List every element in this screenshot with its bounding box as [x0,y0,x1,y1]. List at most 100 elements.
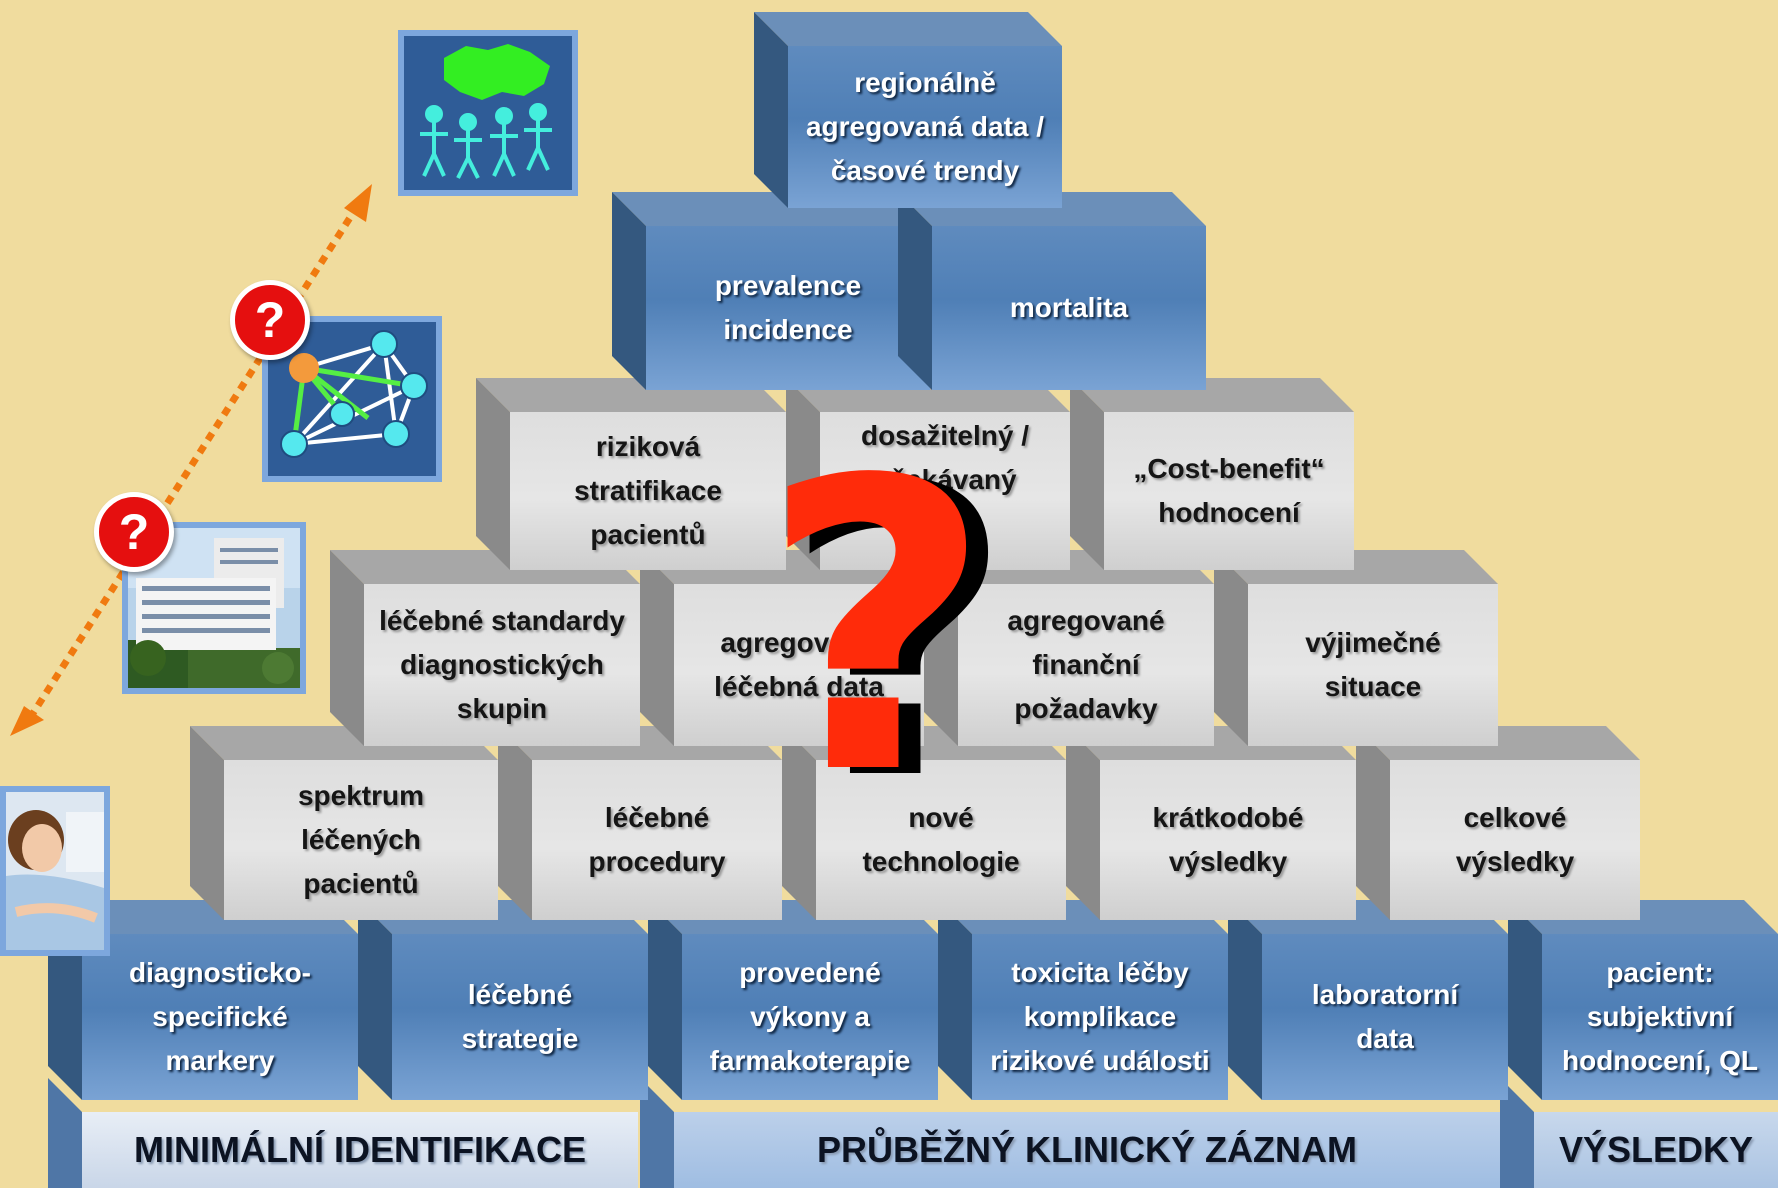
block-label: nové technologie [862,802,1020,877]
block-label: toxicita léčby komplikace rizikové událo… [990,957,1210,1076]
block-label: laboratorní data [1311,979,1459,1054]
block-label: agregované finanční požadavky [1007,605,1165,724]
block-face: laboratorní data [1262,934,1508,1100]
block-side [924,550,958,746]
block-side [1066,726,1100,920]
level5-block-short-term-results: krátkodobé výsledky [1066,726,1356,920]
czech-map-population-icon [398,30,578,196]
section-label: MINIMÁLNÍ IDENTIFIKACE [134,1129,586,1170]
block-side [358,900,392,1100]
base-block-lab-data: laboratorní data [1228,900,1508,1100]
network-graph-graphic [280,330,428,458]
block-face: agregované finanční požadavky [958,584,1214,746]
section-face: PRŮBĚŽNÝ KLINICKÝ ZÁZNAM [674,1112,1500,1188]
block-side [640,550,674,746]
block-label: riziková stratifikace pacientů [574,431,722,550]
question-badge-glyph: ? [118,504,150,560]
block-label: celkové výsledky [1455,802,1575,877]
section-clinical-record: PRŮBĚŽNÝ KLINICKÝ ZÁZNAM [640,1078,1500,1188]
section-minimal-identification: MINIMÁLNÍ IDENTIFIKACE [48,1078,638,1188]
block-face: spektrum léčených pacientů [224,760,498,920]
block-face: nové technologie [816,760,1066,920]
patient-in-bed-graphic [6,792,104,950]
section-outcomes: VÝSLEDKY [1500,1078,1778,1188]
block-side [190,726,224,920]
base-block-procedures: provedené výkony a farmakoterapie [648,900,938,1100]
block-side [754,12,788,208]
block-label: pacient: subjektivní hodnocení, QL [1562,957,1758,1076]
level2-block-prevalence-incidence: prevalence incidence [612,192,930,390]
section-label: PRŮBĚŽNÝ KLINICKÝ ZÁZNAM [817,1129,1357,1170]
block-face: léčebné standardy diagnostických skupin [364,584,640,746]
block-label: léčebné standardy diagnostických skupin [379,605,625,724]
question-badge-glyph: ? [254,292,286,348]
block-label: výjimečné situace [1305,627,1441,702]
block-top [754,12,1062,46]
block-side [330,550,364,746]
block-label: prevalence incidence [714,270,862,345]
block-face: výjimečné situace [1248,584,1498,746]
block-label: krátkodobé výsledky [1152,802,1304,877]
dotted-double-arrow-icon [10,184,372,736]
block-label: regionálně agregovaná data / časové tren… [805,67,1045,186]
level5-block-treatment-procedures: léčebné procedury [498,726,782,920]
block-face: pacient: subjektivní hodnocení, QL [1542,934,1778,1100]
apex-block-regional-data: regionálně agregovaná data / časové tren… [754,12,1062,208]
block-label: dosažitelný / očekávaný [860,420,1030,495]
block-side [1228,900,1262,1100]
block-side [498,726,532,920]
block-side [938,900,972,1100]
level3-block-risk-stratification: riziková stratifikace pacientů [476,378,786,570]
block-side [1508,900,1542,1100]
block-side [786,378,820,570]
block-face: celkové výsledky [1390,760,1640,920]
level5-block-patient-spectrum: spektrum léčených pacientů [190,726,498,920]
block-side [898,192,932,390]
question-badge-upper: ? [230,280,310,360]
czech-map-population-graphic [420,44,552,179]
block-side [1214,550,1248,746]
block-face: prevalence incidence [646,226,930,390]
block-label: léčebné procedury [588,802,726,877]
question-badge-lower: ? [94,492,174,572]
center-question-shadow: ? [782,403,1015,868]
block-side [476,378,510,570]
block-side [782,726,816,920]
section-face: MINIMÁLNÍ IDENTIFIKACE [82,1112,638,1188]
block-face: léčebné strategie [392,934,648,1100]
level5-block-overall-results: celkové výsledky [1356,726,1640,920]
block-label: „Cost-benefit“ hodnocení [1133,453,1325,528]
block-label: provedené výkony a farmakoterapie [709,957,911,1076]
block-face: léčebné procedury [532,760,782,920]
level4-block-aggregated-treatment-data: agregovaná léčebná data [640,550,924,746]
block-face: krátkodobé výsledky [1100,760,1356,920]
block-label: diagnosticko- specifické markery [128,957,311,1076]
center-question-mark: ? ? [760,397,1080,862]
block-label: agregovaná léčebná data [714,627,884,702]
block-face: mortalita [932,226,1206,390]
base-block-strategies: léčebné strategie [358,900,648,1100]
center-question-glyph: ? [760,397,993,862]
level4-block-treatment-standards: léčebné standardy diagnostických skupin [330,550,640,746]
block-face: regionálně agregovaná data / časové tren… [788,46,1062,208]
block-face: riziková stratifikace pacientů [510,412,786,570]
block-side [1356,726,1390,920]
block-side [612,192,646,390]
section-face: VÝSLEDKY [1534,1112,1778,1188]
block-face: provedené výkony a farmakoterapie [682,934,938,1100]
block-label: spektrum léčených pacientů [297,780,425,899]
base-block-patient-ql: pacient: subjektivní hodnocení, QL [1508,900,1778,1100]
block-face: diagnosticko- specifické markery [82,934,358,1100]
hospital-building-graphic [128,528,300,688]
block-label: léčebné strategie [461,979,579,1054]
patient-in-bed-photo [0,786,110,956]
block-label: mortalita [1009,292,1129,323]
block-face: dosažitelný / očekávaný [820,412,1070,570]
level3-block-cost-benefit: „Cost-benefit“ hodnocení [1070,378,1354,570]
level3-block-achievable-expected: dosažitelný / očekávaný [786,378,1070,570]
block-side [1070,378,1104,570]
block-face: agregovaná léčebná data [674,584,924,746]
level2-block-mortality: mortalita [898,192,1206,390]
base-block-toxicity: toxicita léčby komplikace rizikové událo… [938,900,1228,1100]
